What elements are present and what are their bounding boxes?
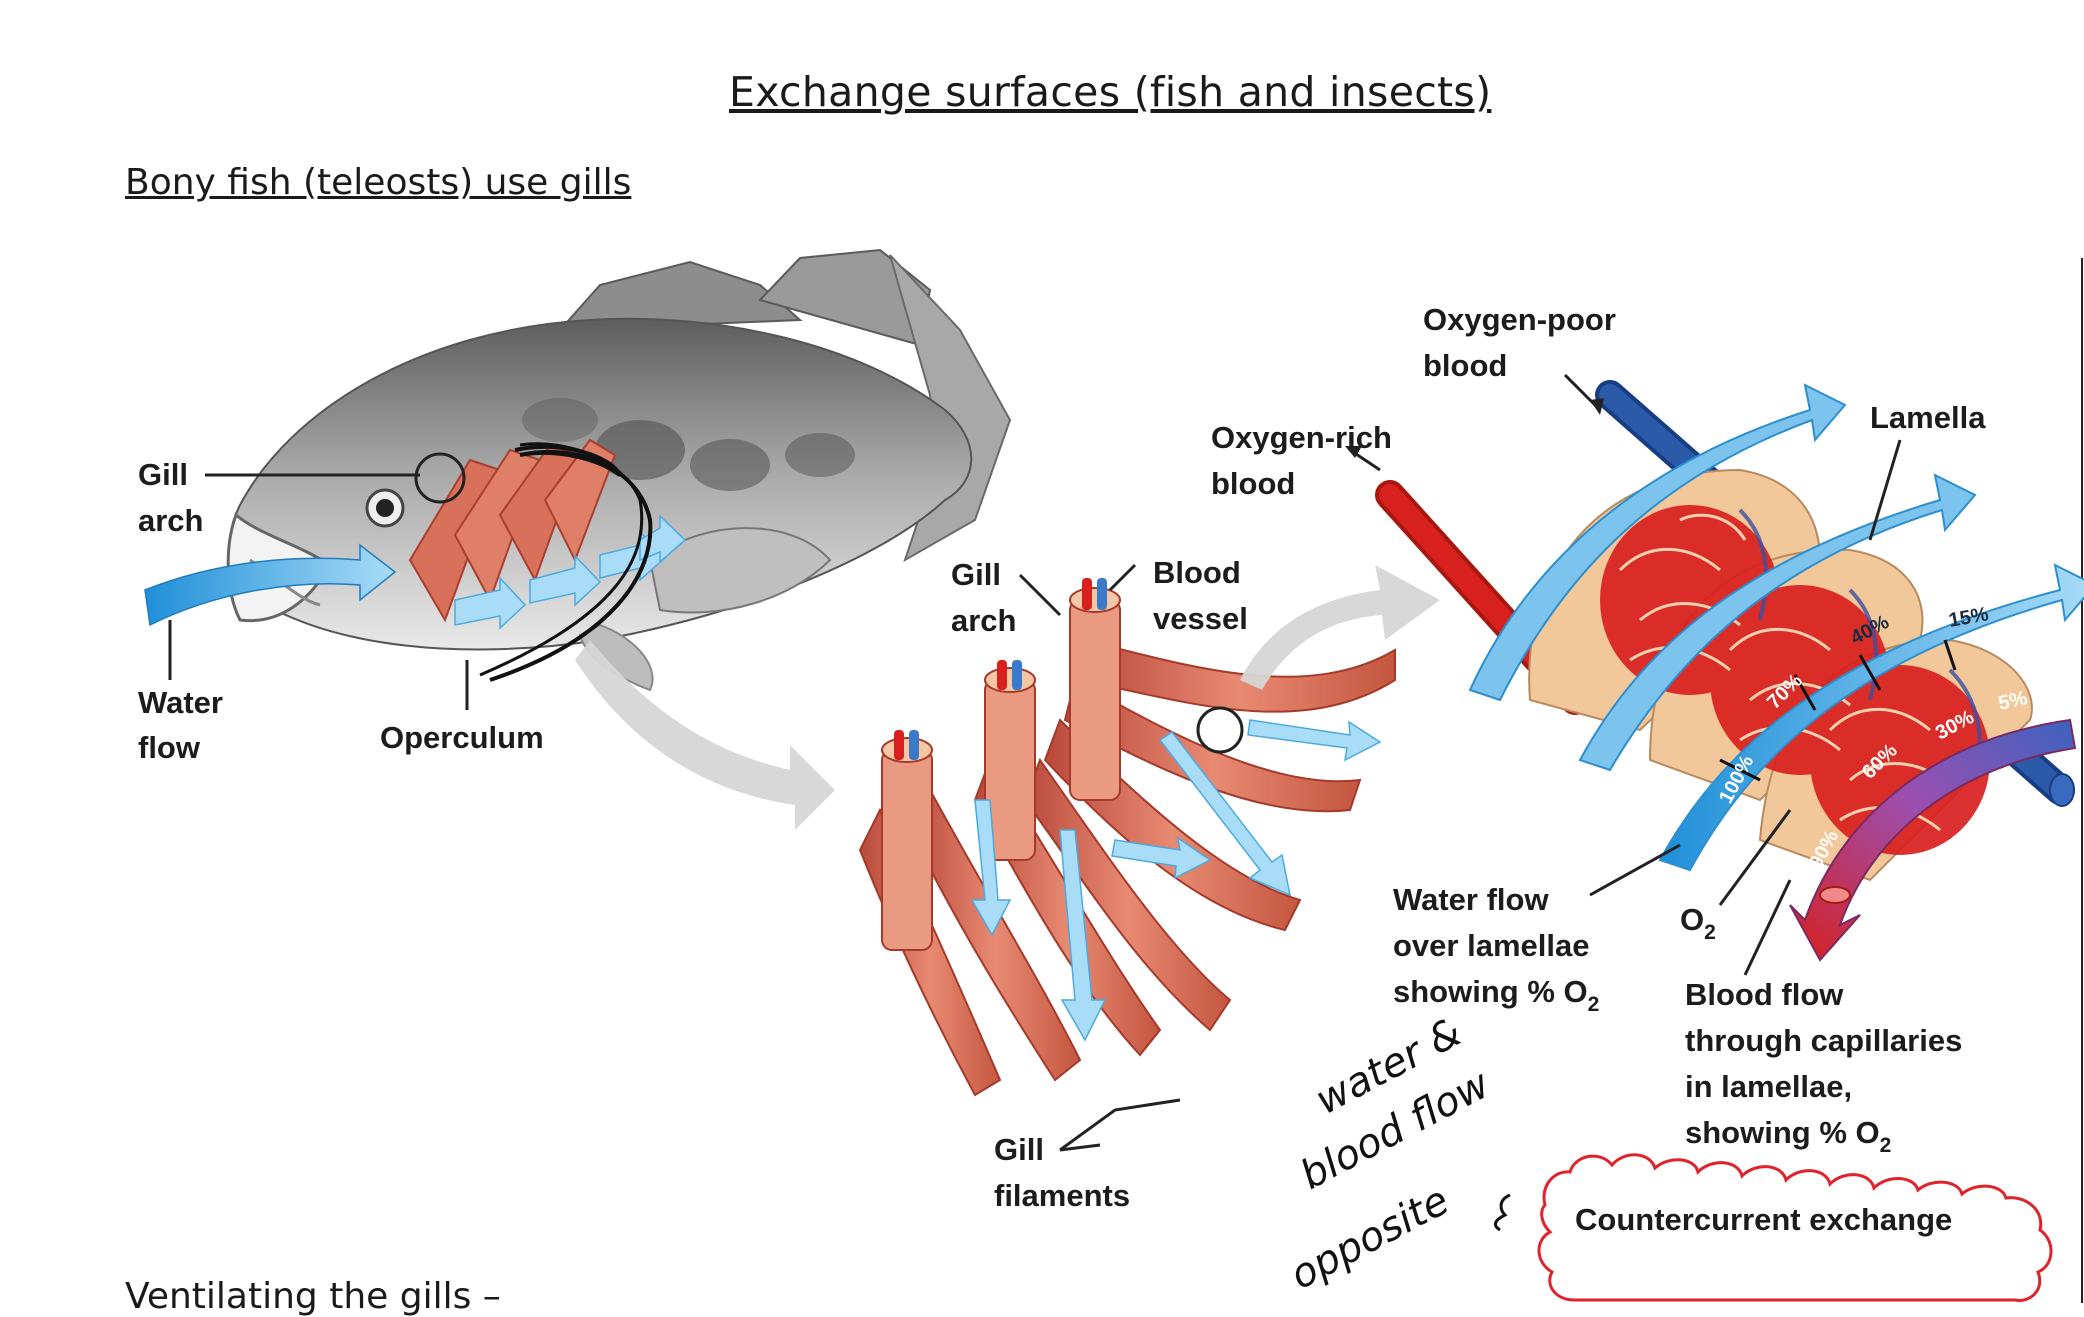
label-blood-flow-capillaries: through capillaries (1685, 1023, 1962, 1058)
label-gill-arch: Gill (138, 457, 188, 492)
label-blood-flow-capillaries: Blood flow (1685, 977, 1844, 1012)
lamella-highlight-circle (1196, 706, 1244, 754)
fish-illustration (144, 248, 1012, 692)
section-heading: Bony fish (teleosts) use gills (125, 162, 632, 203)
gill-filaments-illustration (858, 578, 1396, 1097)
gill-arch-highlight (414, 452, 466, 504)
label-water-flow-lamellae: over lamellae (1393, 928, 1589, 963)
label-water-flow: Water (138, 685, 223, 720)
handwritten-line: opposite (1283, 1177, 1456, 1298)
label-oxygen-poor-blood: blood (1423, 348, 1507, 383)
countercurrent-callout: Countercurrent exchange (1537, 1153, 2053, 1302)
label-gill-arch: arch (138, 503, 203, 538)
label-oxygen-poor-blood: Oxygen-poor (1423, 302, 1616, 337)
label-gill-arch-detail: Gill (951, 557, 1001, 592)
label-blood-flow-capillaries: showing % O2 (1685, 1115, 1891, 1157)
label-o2: O2 (1680, 902, 1716, 944)
label-blood-vessel: Blood (1153, 555, 1241, 590)
label-gill-filaments: Gill (994, 1132, 1044, 1167)
label-gill-arch-detail: arch (951, 603, 1016, 638)
label-gill-filaments: filaments (994, 1178, 1130, 1213)
label-water-flow-lamellae: showing % O2 (1393, 974, 1599, 1016)
label-oxygen-rich-blood: blood (1211, 466, 1295, 501)
label-operculum: Operculum (380, 720, 544, 755)
label-lamella: Lamella (1870, 400, 1986, 435)
visible-gills (408, 438, 617, 623)
page-title: Exchange surfaces (fish and insects) (729, 68, 1492, 116)
label-countercurrent-exchange: Countercurrent exchange (1575, 1202, 1952, 1237)
label-water-flow-lamellae: Water flow (1393, 882, 1549, 917)
label-blood-flow-capillaries: in lamellae, (1685, 1069, 1852, 1104)
lamellae-illustration (1375, 380, 2084, 962)
water-pct-label: 15% (1947, 603, 1990, 632)
page-edge-divider (2081, 258, 2083, 1303)
label-blood-vessel: vessel (1153, 601, 1248, 636)
label-water-flow: flow (138, 730, 201, 765)
label-oxygen-rich-blood: Oxygen-rich (1211, 420, 1392, 455)
handwritten-note: water & blood flow opposite (1283, 1009, 1511, 1299)
